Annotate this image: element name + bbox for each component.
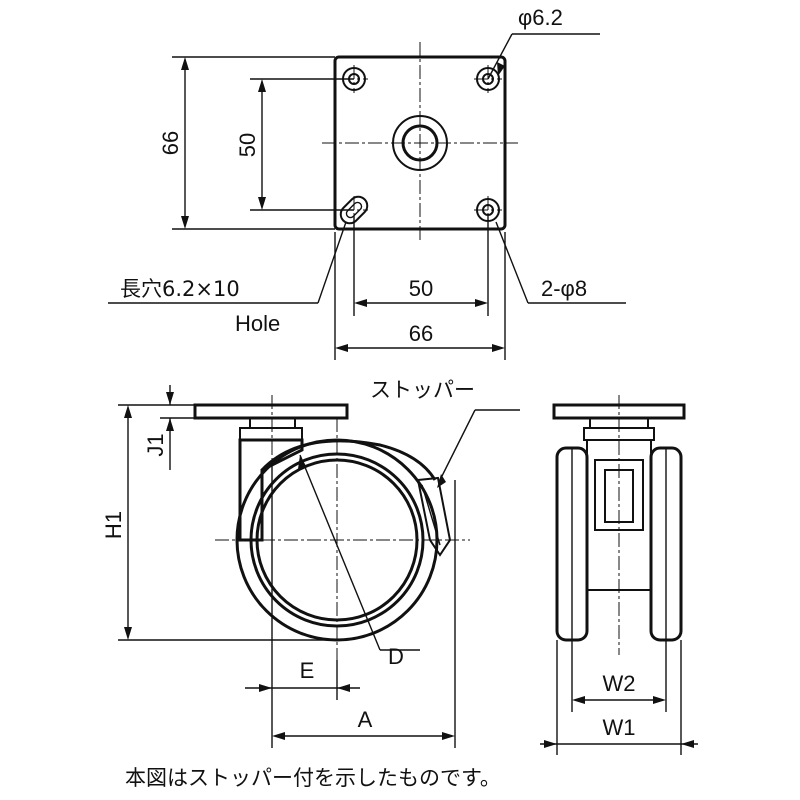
center-boss-outer — [392, 115, 448, 171]
dim-w1: W1 — [603, 715, 636, 740]
front-view: W2 W1 — [540, 395, 698, 755]
dim-plate-height: 66 — [158, 131, 183, 155]
label-stopper: ストッパー — [370, 378, 475, 402]
stopper-lever — [416, 476, 452, 557]
dim-hole-pitch-horizontal: 50 — [409, 276, 433, 301]
dim-e: E — [300, 658, 315, 683]
caption: 本図はストッパー付を示したものです。 — [125, 766, 501, 790]
dim-a: A — [358, 707, 373, 732]
dim-hole-pitch-vertical: 50 — [235, 133, 260, 157]
label-slot-hole-en: Hole — [235, 311, 280, 336]
side-top-plate — [193, 403, 349, 420]
center-boss-inner — [401, 124, 439, 162]
top-view: 66 50 φ6.2 長穴6.2×10 Hole 2-φ8 50 — [108, 5, 626, 360]
label-bolt-holes: 2-φ8 — [541, 276, 587, 301]
dim-plate-width: 66 — [409, 321, 433, 346]
dim-w2: W2 — [603, 671, 636, 696]
label-hole-diameter: φ6.2 — [518, 5, 563, 30]
slot-hole — [339, 195, 369, 225]
dim-h1: H1 — [101, 511, 126, 539]
side-view: ストッパー J1 H1 D E A — [101, 378, 520, 748]
dim-d: D — [388, 644, 404, 669]
dim-j1: J1 — [143, 433, 168, 456]
label-slot-hole: 長穴6.2×10 — [120, 277, 240, 301]
